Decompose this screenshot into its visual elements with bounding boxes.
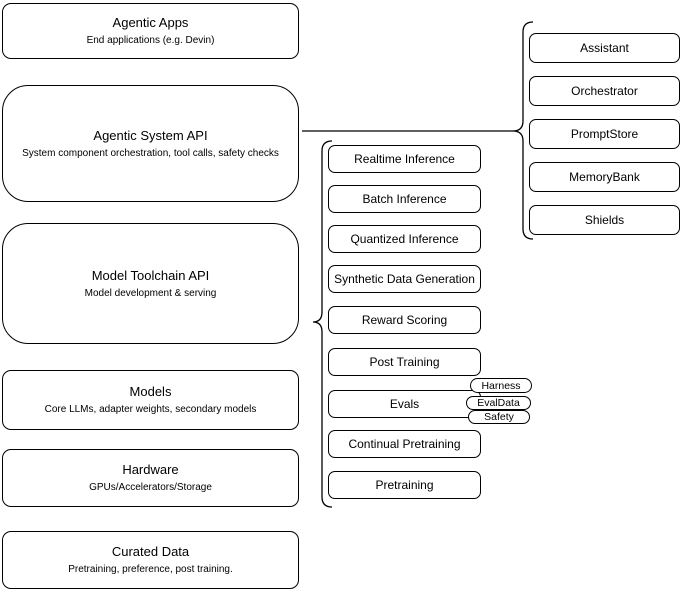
node-orchestrator: Orchestrator xyxy=(529,76,680,106)
node-memorybank: MemoryBank xyxy=(529,162,680,192)
node-promptstore: PromptStore xyxy=(529,119,680,149)
node-title: Curated Data xyxy=(111,544,190,559)
node-subtitle: Core LLMs, adapter weights, secondary mo… xyxy=(44,404,257,415)
node-subtitle: End applications (e.g. Devin) xyxy=(86,35,215,46)
node-batch-inference: Batch Inference xyxy=(328,185,481,213)
node-title: Models xyxy=(129,384,172,399)
node-pretraining: Pretraining xyxy=(328,471,481,499)
node-subtitle: GPUs/Accelerators/Storage xyxy=(89,482,212,493)
node-title: Agentic System API xyxy=(93,127,208,143)
node-post-training: Post Training xyxy=(328,348,481,376)
node-realtime-inference: Realtime Inference xyxy=(328,145,481,173)
node-shields: Shields xyxy=(529,205,680,235)
node-continual-pretraining: Continual Pretraining xyxy=(328,430,481,458)
tag-harness: Harness xyxy=(470,378,532,393)
node-subtitle: System component orchestration, tool cal… xyxy=(22,147,279,159)
node-model-toolchain-api: Model Toolchain API Model development & … xyxy=(2,223,299,344)
node-reward-scoring: Reward Scoring xyxy=(328,306,481,334)
node-subtitle: Pretraining, preference, post training. xyxy=(68,564,233,575)
node-title: Model Toolchain API xyxy=(91,267,210,283)
node-hardware: Hardware GPUs/Accelerators/Storage xyxy=(2,449,299,507)
node-models: Models Core LLMs, adapter weights, secon… xyxy=(2,370,299,430)
tag-safety: Safety xyxy=(468,410,530,424)
node-agentic-system-api: Agentic System API System component orch… xyxy=(2,85,299,202)
node-evals: Evals xyxy=(328,390,481,418)
node-agentic-apps: Agentic Apps End applications (e.g. Devi… xyxy=(2,3,299,59)
node-title: Agentic Apps xyxy=(112,15,189,30)
node-synthetic-data-generation: Synthetic Data Generation xyxy=(328,265,481,293)
node-assistant: Assistant xyxy=(529,33,680,63)
node-quantized-inference: Quantized Inference xyxy=(328,225,481,253)
node-curated-data: Curated Data Pretraining, preference, po… xyxy=(2,531,299,589)
node-subtitle: Model development & serving xyxy=(84,287,217,299)
tag-evaldata: EvalData xyxy=(466,396,531,410)
node-title: Hardware xyxy=(122,462,179,477)
